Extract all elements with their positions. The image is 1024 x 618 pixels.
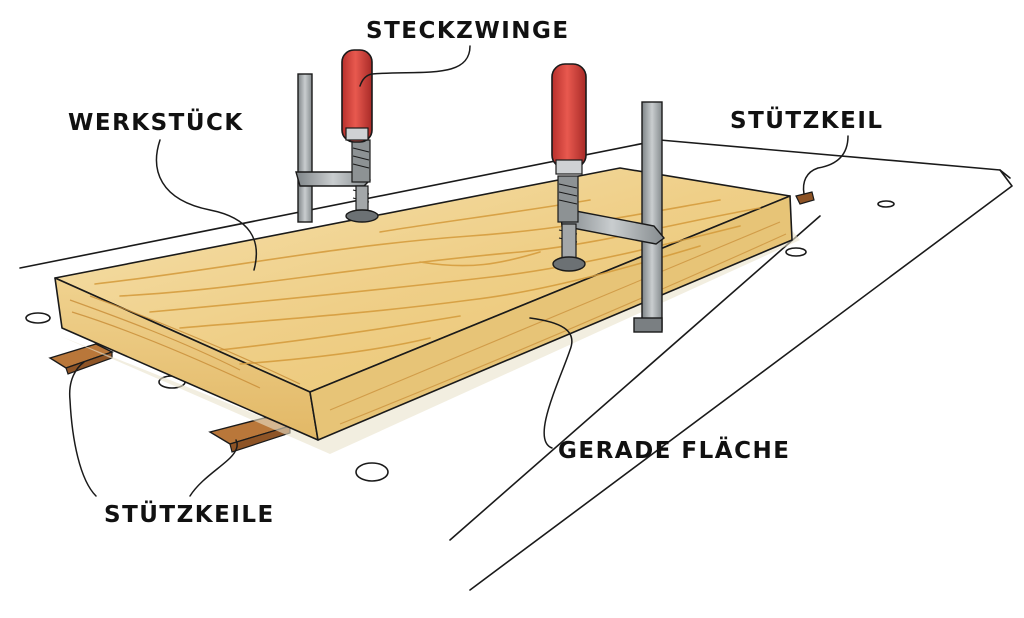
bench-hole [877,200,895,208]
clamp-rail [641,101,663,331]
steckzwinge-right [551,63,666,333]
leader-steckzwinge [359,45,471,87]
leader-stuetzkeile-2 [189,439,238,497]
clamp-handle [551,63,587,169]
label-stuetzkeile: STÜTZKEILE [104,500,275,528]
clamp-rail [297,73,313,223]
bench-hole [355,462,389,482]
label-steckzwinge: STECKZWINGE [366,18,570,44]
leader-lines [68,45,849,497]
wedge-back [795,191,815,205]
clamp-handle [341,49,373,143]
steckzwinge-left [295,49,379,223]
leader-werkstueck [155,139,258,271]
labels: STECKZWINGE WERKSTÜCK STÜTZKEIL GERADE F… [68,18,884,528]
label-werkstueck: WERKSTÜCK [68,108,244,136]
leader-stuetzkeile-1 [68,361,97,497]
workpiece-board [54,167,800,454]
label-stuetzkeil: STÜTZKEIL [730,106,884,134]
leader-gerade-flaeche [529,317,573,449]
bench-hole [25,312,51,324]
bench-hole [785,247,807,257]
leader-stuetzkeil [802,135,849,195]
label-gerade-flaeche: GERADE FLÄCHE [558,436,790,464]
